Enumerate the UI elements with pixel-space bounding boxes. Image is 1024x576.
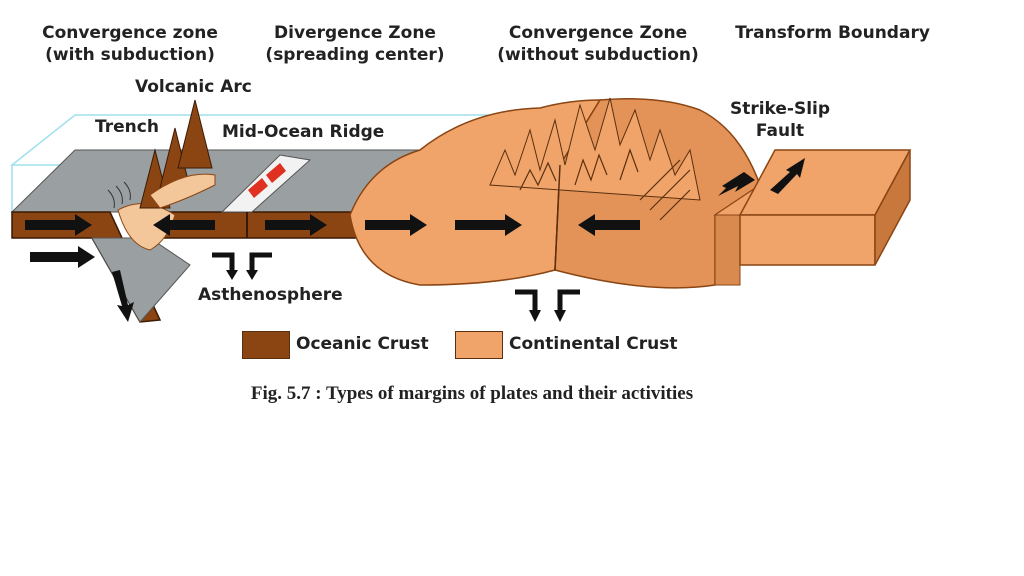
convection-arrows — [212, 252, 580, 312]
label-trench: Trench — [95, 117, 159, 137]
label-convergence-no-subduction-line2: (without subduction) — [497, 45, 699, 65]
subducting-slab-side — [91, 237, 191, 323]
label-convergence-no-subduction: Convergence Zone (without subduction) — [478, 22, 718, 66]
convection-left-b — [249, 252, 272, 272]
transform-block-right-front — [739, 214, 876, 266]
arrow-left-1 — [153, 214, 215, 236]
arrow-left-2 — [578, 214, 640, 236]
label-convergence-subduction-line1: Convergence zone — [42, 23, 218, 43]
convection-arrowheads — [226, 270, 566, 322]
convection-right-a — [515, 289, 538, 312]
arrow-strike-slip-up — [770, 158, 805, 194]
arrow-right-1 — [25, 214, 92, 236]
volcano-cone-3 — [177, 99, 213, 169]
ridge-magma-2 — [266, 163, 286, 183]
arrow-asthenosphere-right — [30, 246, 95, 268]
label-transform-boundary: Transform Boundary — [735, 23, 930, 43]
plate-motion-arrows — [25, 158, 805, 322]
arrow-subduction-down — [112, 270, 134, 322]
fold-lines — [519, 148, 691, 221]
legend-swatch-oceanic — [242, 331, 290, 359]
convection-right-b — [557, 289, 580, 312]
legend-label-oceanic: Oceanic Crust — [296, 334, 429, 354]
transform-block-left-side — [714, 214, 741, 286]
arrow-right-3 — [365, 214, 427, 236]
trench-lines — [107, 181, 131, 209]
label-divergence-line1: Divergence Zone — [274, 23, 436, 43]
label-strike-slip-line1: Strike-Slip — [729, 99, 831, 119]
legend-swatch-continental — [455, 331, 503, 359]
label-divergence-line2: (spreading center) — [265, 45, 445, 65]
label-strike-slip-line2: Fault — [755, 121, 805, 141]
arrow-right-4 — [455, 214, 522, 236]
arc-base — [149, 173, 216, 209]
ridge-magma-1 — [248, 178, 268, 198]
label-strike-slip-fault: Strike-Slip Fault — [720, 98, 840, 142]
label-convergence-no-subduction-line1: Convergence Zone — [508, 23, 688, 43]
label-asthenosphere: Asthenosphere — [198, 285, 343, 305]
label-convergence-subduction: Convergence zone (with subduction) — [25, 22, 235, 66]
label-divergence: Divergence Zone (spreading center) — [255, 22, 455, 66]
label-mid-ocean-ridge: Mid-Ocean Ridge — [222, 122, 385, 142]
collision-suture — [554, 164, 561, 271]
label-convergence-subduction-line2: (with subduction) — [45, 45, 215, 65]
figure-caption: Fig. 5.7 : Types of margins of plates an… — [250, 383, 694, 404]
transform-block-right-side — [874, 149, 911, 266]
label-volcanic-arc: Volcanic Arc — [135, 77, 252, 97]
legend-label-continental: Continental Crust — [509, 334, 678, 354]
arrow-strike-slip-down — [718, 172, 755, 196]
arrow-right-2 — [265, 214, 327, 236]
convection-left-a — [212, 252, 235, 272]
continental-crust-left-block — [349, 99, 602, 286]
